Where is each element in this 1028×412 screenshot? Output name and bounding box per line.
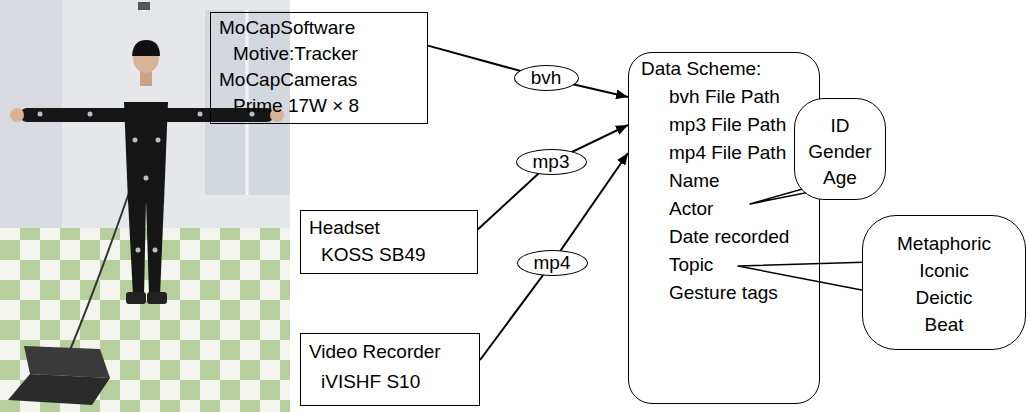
node-text: Date recorded <box>669 223 789 251</box>
photo-torso <box>124 102 168 202</box>
device-box: HeadsetKOSS SB49 <box>300 210 478 274</box>
node-text: MoCapCameras <box>219 67 357 93</box>
photo-floor <box>0 228 290 412</box>
data-scheme-box: Data Scheme:bvh File Pathmp3 File Pathmp… <box>628 52 820 404</box>
photo-cap <box>132 40 160 56</box>
node-text: Headset <box>309 214 380 241</box>
photo-hand <box>10 108 24 122</box>
node-text: Deictic <box>915 284 972 311</box>
format-oval: mp3 <box>516 149 587 175</box>
node-text: Actor <box>669 195 713 223</box>
data-flow-arrow <box>428 46 628 97</box>
data-flow-arrow <box>480 153 628 360</box>
edge-label: bvh <box>531 67 562 88</box>
node-text: Iconic <box>919 257 969 284</box>
node-text: KOSS SB49 <box>321 241 426 268</box>
node-text: ID <box>831 113 850 139</box>
node-text: Age <box>823 165 857 191</box>
edge-label: mp4 <box>534 252 571 273</box>
callout-bubble: IDGenderAge <box>794 98 886 200</box>
device-box: Video RecorderiVISHF S10 <box>300 333 480 406</box>
data-flow-arrow <box>478 125 628 229</box>
node-text: Name <box>669 167 720 195</box>
node-text: MoCapSoftware <box>219 15 355 41</box>
photo-camera <box>138 2 150 10</box>
photo-cable <box>70 190 130 350</box>
node-text: mp3 File Path <box>669 111 786 139</box>
node-text: Data Scheme: <box>641 55 761 83</box>
node-text: Prime 17W × 8 <box>233 93 359 119</box>
photo-shoe <box>126 292 146 304</box>
node-text: Beat <box>924 311 963 338</box>
node-text: Video Recorder <box>309 337 441 367</box>
node-text: Gender <box>808 139 871 165</box>
node-text: bvh File Path <box>669 83 780 111</box>
edge-label: mp3 <box>533 151 570 172</box>
node-text: Motive:Tracker <box>233 41 358 67</box>
photo-leg <box>128 200 146 296</box>
photo-shoe <box>147 292 167 304</box>
node-text: mp4 File Path <box>669 139 786 167</box>
callout-bubble: MetaphoricIconicDeicticBeat <box>862 215 1026 350</box>
format-oval: mp4 <box>517 250 588 276</box>
device-box: MoCapSoftwareMotive:TrackerMoCapCamerasP… <box>210 12 428 124</box>
node-text: iVISHF S10 <box>321 367 420 397</box>
photo-markers <box>38 112 255 253</box>
photo-laptop-screen <box>24 346 110 378</box>
format-oval: bvh <box>514 65 579 91</box>
node-text: Metaphoric <box>897 230 991 257</box>
node-text: Topic <box>669 251 713 279</box>
photo-leg <box>146 200 164 296</box>
node-text: Gesture tags <box>669 279 778 307</box>
photo-laptop-base <box>8 374 110 405</box>
